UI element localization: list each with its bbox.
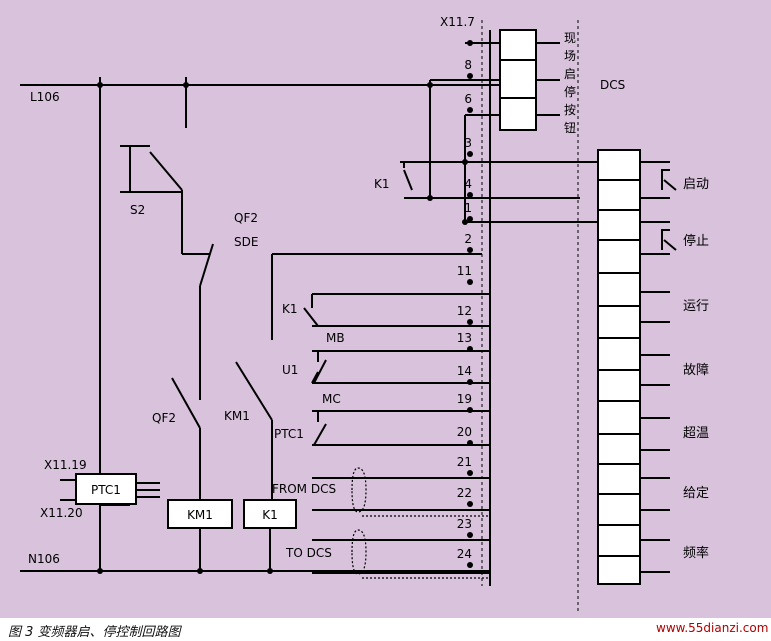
s2-label: S2	[130, 203, 145, 217]
field-button-char: 启	[564, 67, 576, 81]
ptc1-box-label: PTC1	[91, 483, 121, 497]
figure-caption: 图 3 变频器启、停控制回路图	[8, 624, 183, 640]
bus-n106-label: N106	[28, 552, 60, 566]
shield-loops	[351, 467, 490, 579]
dcs-label: DCS	[600, 78, 625, 92]
terminal-dot	[467, 470, 473, 476]
terminal-number: 14	[457, 364, 472, 378]
terminal-number: 11	[457, 264, 472, 278]
dcs-signal-label: 超温	[683, 426, 709, 441]
to-dcs-label: TO DCS	[285, 546, 332, 560]
terminal-number: 1	[464, 201, 472, 215]
k1-top-label: K1	[374, 177, 390, 191]
qf2-bottom-label: QF2	[152, 411, 176, 425]
terminal-dot	[467, 440, 473, 446]
terminal-dot	[467, 40, 473, 46]
qf2-top-label: QF2	[234, 211, 258, 225]
dcs-module-column	[597, 149, 641, 585]
terminal-dot	[467, 319, 473, 325]
terminal-number: 8	[464, 58, 472, 72]
km1-contact-label: KM1	[224, 409, 250, 423]
terminal-dot	[467, 501, 473, 507]
x11-20-label: X11.20	[40, 506, 83, 520]
from-dcs-label: FROM DCS	[272, 482, 336, 496]
terminal-number: 2	[464, 232, 472, 246]
field-button-char: 现	[564, 31, 576, 45]
terminal-number: 20	[457, 425, 472, 439]
field-button-char: 场	[564, 49, 576, 63]
terminal-number: 21	[457, 455, 472, 469]
dcs-signal-label: 运行	[683, 299, 709, 314]
u1-label: U1	[282, 363, 298, 377]
ptc1-relay: PTC1	[75, 473, 137, 505]
terminal-number: 19	[457, 392, 472, 406]
field-button-char: 按	[564, 103, 576, 117]
x11-19-label: X11.19	[44, 458, 87, 472]
terminal-dot	[467, 562, 473, 568]
terminal-number: 12	[457, 304, 472, 318]
terminal-number: 13	[457, 331, 472, 345]
dcs-signal-label: 故障	[683, 363, 709, 378]
dcs-signal-label: 频率	[683, 545, 709, 561]
terminal-dot	[467, 532, 473, 538]
terminal-header-label: X11.7	[440, 15, 475, 29]
km1-coil-label: KM1	[187, 508, 213, 522]
terminal-number: 6	[464, 92, 472, 106]
terminal-dot	[467, 247, 473, 253]
k1-mid-label: K1	[282, 302, 298, 316]
terminal-dots	[467, 40, 473, 568]
k1-coil-label: K1	[262, 508, 278, 522]
terminal-number: 3	[464, 136, 472, 150]
km1-coil: KM1	[167, 499, 233, 529]
diagram-background	[0, 0, 771, 618]
mc-label: MC	[322, 392, 341, 406]
field-button-char: 停	[564, 84, 576, 99]
dcs-signal-label: 给定	[683, 486, 709, 501]
field-button-box	[499, 29, 560, 131]
k1-coil: K1	[243, 499, 297, 529]
wires	[20, 42, 677, 574]
terminal-number: 24	[457, 547, 472, 561]
mb-label: MB	[326, 331, 345, 345]
terminal-dot	[467, 216, 473, 222]
terminal-number: 22	[457, 486, 472, 500]
terminal-dot	[467, 279, 473, 285]
field-button-char: 钮	[564, 120, 576, 135]
ptc1-contact-label: PTC1	[274, 427, 304, 441]
terminal-dotted-lines	[481, 20, 579, 612]
terminal-number: 4	[464, 177, 472, 191]
dcs-signal-label: 启动	[683, 177, 709, 192]
bus-l106-label: L106	[30, 90, 60, 104]
terminal-number: 23	[457, 517, 472, 531]
terminal-dot	[467, 73, 473, 79]
terminal-dot	[467, 346, 473, 352]
terminal-dot	[467, 379, 473, 385]
terminal-dot	[467, 107, 473, 113]
sde-label: SDE	[234, 235, 258, 249]
terminal-dot	[467, 192, 473, 198]
junction-dots	[97, 82, 468, 574]
terminal-dot	[467, 407, 473, 413]
watermark: www.55dianzi.com	[656, 621, 768, 635]
terminal-dot	[467, 151, 473, 157]
dcs-signal-label: 停止	[683, 233, 709, 249]
